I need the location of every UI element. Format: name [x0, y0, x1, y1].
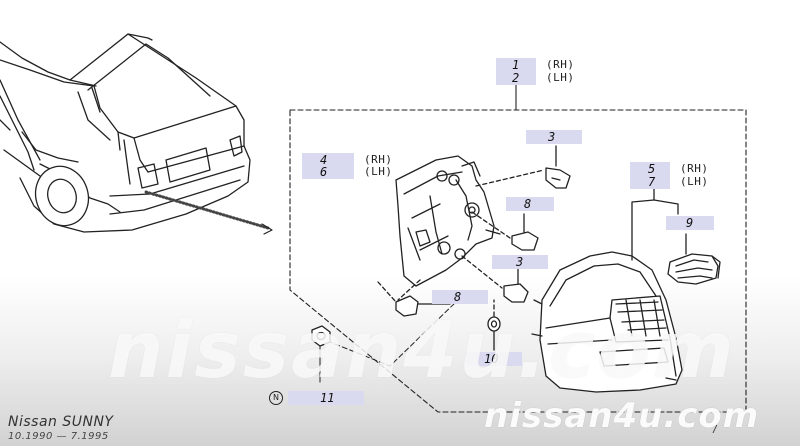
bulb-8-lower — [395, 295, 451, 317]
callout-1[interactable]: 1 — [496, 58, 536, 72]
callout-2-number: 2 — [512, 71, 520, 85]
bulb-3-top — [545, 145, 571, 189]
callout-9[interactable]: 9 — [666, 216, 714, 230]
callout-4[interactable]: 4 — [302, 153, 354, 167]
callout-2[interactable]: 2 — [496, 71, 536, 85]
callout-3-top[interactable]: 3 — [526, 130, 582, 144]
tail-lamp-lens — [531, 251, 683, 393]
callout-8-mid[interactable]: 8 — [506, 197, 554, 211]
callout-2-side: (LH) — [546, 71, 575, 84]
callout-1-number: 1 — [512, 58, 520, 72]
caption-model: Nissan SUNNY — [8, 414, 114, 430]
callout-5-side: (RH) — [680, 162, 709, 175]
callout-7-number: 7 — [648, 175, 656, 189]
callout-3-top-number: 3 — [548, 130, 556, 144]
callout-9-number: 9 — [686, 216, 694, 230]
callout-8-lower-number: 8 — [454, 290, 462, 304]
bulb-8-mid — [511, 213, 539, 251]
callout-6-side: (LH) — [364, 165, 393, 178]
callout-5[interactable]: 5 — [630, 162, 670, 176]
callout-3-lower[interactable]: 3 — [492, 255, 548, 269]
page-marker: / — [712, 424, 719, 435]
callout-11[interactable]: 11 — [288, 391, 364, 405]
caption-dates: 10.1990 — 7.1995 — [8, 431, 109, 442]
callout-7[interactable]: 7 — [630, 175, 670, 189]
callout-10[interactable]: 10 — [466, 352, 522, 366]
car-illustration — [0, 33, 251, 233]
callout-4-side: (RH) — [364, 153, 393, 166]
callout-10-number: 10 — [484, 352, 499, 366]
gasket-tape-9 — [667, 233, 721, 285]
nut-11 — [311, 325, 331, 347]
grommet-10 — [487, 316, 501, 351]
callout-8-lower[interactable]: 8 — [432, 290, 488, 304]
bulb-3-lower — [503, 267, 529, 303]
callout-11-number: 11 — [320, 391, 335, 405]
lamp-bracket-housing — [395, 155, 501, 287]
callout-1-side: (RH) — [546, 58, 575, 71]
callout-4-number: 4 — [320, 153, 328, 167]
callout-6[interactable]: 6 — [302, 165, 354, 179]
callout-7-side: (LH) — [680, 175, 709, 188]
callout-8-mid-number: 8 — [524, 197, 532, 211]
callout-5-number: 5 — [648, 162, 656, 176]
callout-3-lower-number: 3 — [516, 255, 524, 269]
callout-6-number: 6 — [320, 165, 328, 179]
n-symbol-icon: N — [269, 391, 283, 405]
